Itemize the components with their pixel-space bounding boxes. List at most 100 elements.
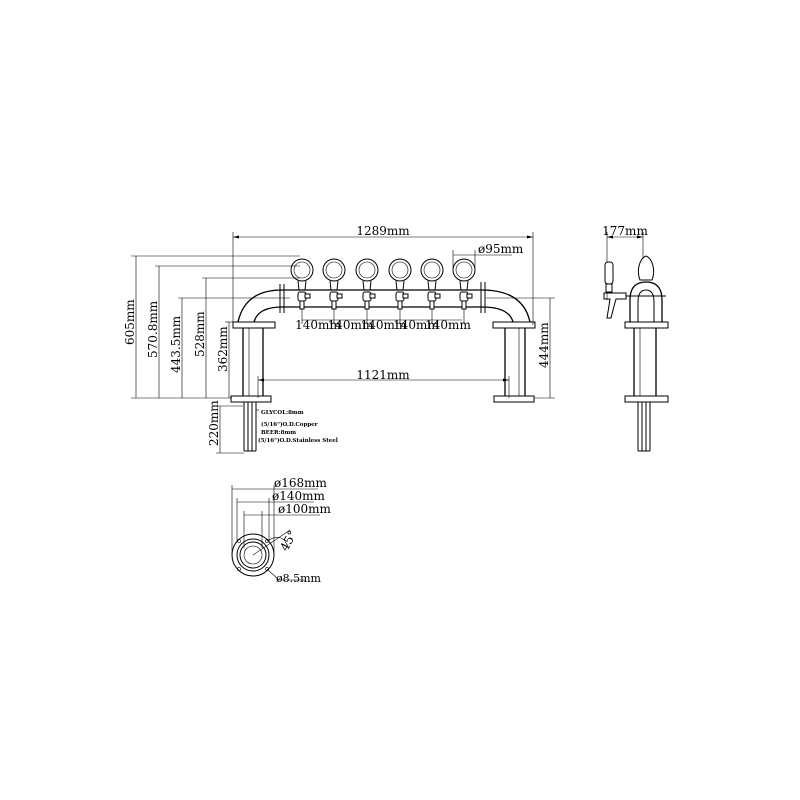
inner-diameter-label: ø100mm [278,502,332,516]
bolt-hole [237,539,241,543]
column-height-dimension: 444mm [486,297,555,399]
faucet-lever [434,293,441,299]
tap-medallion-inner [423,261,441,279]
tap-assembly [420,258,444,310]
height-605-label: 605mm [123,299,137,345]
overall-width-label: 1289mm [356,224,410,238]
right-column [504,328,526,396]
tower-crossbar [282,289,482,308]
tap-assembly [290,258,314,310]
faucet-spout [299,300,305,310]
left-elbow [237,284,285,323]
left-shank-lines [243,402,257,452]
faucet-lever [304,293,311,299]
base-inner-circle-2 [239,541,267,569]
tap-medallion-inner [391,261,409,279]
faucet-spout [331,300,337,310]
tap-spacing-label: 140mm [425,318,471,332]
height-528-label: 528mm [193,311,207,357]
tap-medallion-inner [358,261,376,279]
tap-spacing-label: 140mm [361,318,407,332]
shank-length-dimension: 220mm [207,400,244,454]
note-glycol: GLYCOL:8mm [261,410,304,416]
faucet-spout [461,300,467,310]
side-medallion [637,255,655,281]
tap-neck [297,280,307,291]
note-beer-spec: (5/16")O.D.Stainless Steel [258,437,338,444]
faucet-spout [397,300,403,310]
medallion-diameter-label: ø95mm [478,242,524,256]
height-dimension-443: 443.5mm [169,297,290,398]
outer-diameter-dimension: ø168mm [231,476,328,555]
height-443-label: 443.5mm [169,315,183,373]
tap-neck [459,280,469,291]
hole-diameter-dimension: ø8.5mm [266,568,322,585]
height-dimension-605: 605mm [123,255,300,399]
inner-width-dimension: 1121mm [257,368,510,398]
tap-medallion-inner [325,261,343,279]
base-center-circle [243,545,263,565]
side-view: 177mm [602,224,669,452]
shank-length-label: 220mm [207,400,221,446]
bolt-circle-dimension: ø140mm [236,489,326,541]
bolt-circle-label: ø140mm [272,489,326,503]
side-shank-lines [637,402,651,452]
faucet-spout [429,300,435,310]
note-beer: BEER:8mm [261,430,296,436]
tap-assembly [388,258,412,310]
height-dimension-570: 570.8mm [146,265,300,398]
side-flange [624,321,669,329]
faucet-lever [369,293,376,299]
inner-diameter-dimension: ø100mm [243,502,332,548]
bolt-hole [237,567,241,571]
tubing-notes: GLYCOL:8mm (5/16")O.D.Copper BEER:8mm (5… [256,409,338,444]
side-base-plate [624,395,669,403]
height-dimension-362: 362mm [216,321,234,398]
height-570-label: 570.8mm [146,300,160,358]
base-plate-view: ø168mm ø140mm ø100mm 45° ø8.5mm [231,476,332,585]
tap-neck [362,280,372,291]
right-base-plate [493,395,535,403]
medallion-diameter-dimension: ø95mm [452,242,524,268]
column-height-label: 444mm [537,322,551,368]
base-inner-circle-1 [236,538,270,572]
tap-assembly [322,258,346,310]
faucet-lever [336,293,343,299]
tap-medallion-inner [455,261,473,279]
front-view: 1289mm ø95mm 1121mm 140mm140mm140mm140mm… [123,224,555,454]
tap-neck [427,280,437,291]
tap-spacing-label: 140mm [295,318,341,332]
faucet-lever [402,293,409,299]
faucet-lever [466,293,473,299]
note-glycol-spec: (5/16")O.D.Copper [261,421,318,428]
side-column [633,328,657,396]
height-dimension-528: 528mm [193,277,300,398]
side-depth-label: 177mm [602,224,648,238]
bolt-hole [265,539,269,543]
inner-width-label: 1121mm [356,368,410,382]
tap-neck [395,280,405,291]
angle-dimension: 45° [252,528,300,556]
tap-assembly [452,258,476,310]
tap-assembly [355,258,379,310]
hole-diameter-label: ø8.5mm [276,572,322,585]
right-flange [492,321,536,329]
side-tap-handle [603,261,627,319]
left-column [242,328,264,396]
left-flange [232,321,276,329]
tap-spacing-label: 140mm [393,318,439,332]
side-arch [626,281,666,322]
tap-spacing-label: 140mm [328,318,374,332]
tap-group [290,258,476,310]
tap-neck [329,280,339,291]
faucet-spout [364,300,370,310]
left-base-plate [230,395,272,403]
bolt-hole [265,567,269,571]
tap-medallion-inner [293,261,311,279]
height-362-label: 362mm [216,326,230,372]
outer-diameter-label: ø168mm [274,476,328,490]
overall-width-dimension: 1289mm [232,224,534,325]
right-elbow [480,282,531,323]
